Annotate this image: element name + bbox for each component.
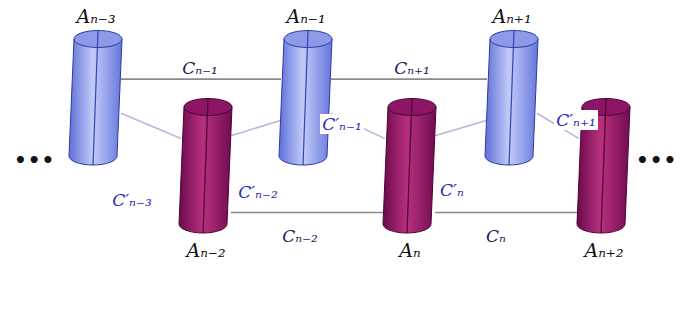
cylinder-shape bbox=[175, 96, 237, 238]
cylinder-shape bbox=[379, 96, 441, 238]
node-label: Aₙ₊₂ bbox=[556, 238, 652, 262]
coupling-label: C′ₙ₊₁ bbox=[554, 110, 598, 130]
coupling-label: Cₙ₋₂ bbox=[280, 226, 320, 246]
ellipsis-mark: ••• bbox=[14, 148, 55, 172]
coupling-label: C′ₙ₋₁ bbox=[320, 114, 364, 134]
coupling-line bbox=[121, 78, 281, 80]
cylinder-node: Aₙ₋₃ bbox=[48, 4, 144, 170]
cylinder-shape bbox=[65, 28, 127, 170]
coupling-label: Cₙ₋₁ bbox=[180, 58, 220, 78]
cylinder-axis bbox=[303, 31, 308, 165]
cylinder-node: Aₙ₋₁ bbox=[258, 4, 354, 170]
node-label: Aₙ₋₁ bbox=[258, 4, 354, 28]
ellipsis-mark: ••• bbox=[636, 148, 677, 172]
cylinder-axis bbox=[203, 99, 208, 233]
cylinder-axis bbox=[601, 99, 606, 233]
coupling-label: Cₙ bbox=[484, 226, 508, 246]
coupling-line bbox=[331, 78, 487, 80]
cylinder-node: Aₙ₋₂ bbox=[158, 96, 254, 262]
coupling-label: Cₙ₊₁ bbox=[392, 58, 432, 78]
coupling-label: C′ₙ bbox=[438, 180, 466, 200]
coupling-label: C′ₙ₋₃ bbox=[110, 190, 154, 210]
cylinder-axis bbox=[407, 99, 412, 233]
coupling-label: C′ₙ₋₂ bbox=[236, 182, 280, 202]
cylinder-node: Aₙ bbox=[362, 96, 458, 262]
coupling-line bbox=[121, 113, 181, 138]
node-label: Aₙ₊₁ bbox=[464, 4, 560, 28]
cylinder-node: Aₙ₊₁ bbox=[464, 4, 560, 170]
cylinder-axis bbox=[509, 31, 514, 165]
coupling-line bbox=[231, 212, 385, 214]
cylinder-shape bbox=[481, 28, 543, 170]
node-label: Aₙ₋₃ bbox=[48, 4, 144, 28]
node-label: Aₙ bbox=[362, 238, 458, 262]
coupling-line bbox=[435, 120, 487, 135]
node-label: Aₙ₋₂ bbox=[158, 238, 254, 262]
coupling-line bbox=[435, 212, 579, 214]
cylinder-axis bbox=[93, 31, 98, 165]
cylinder-shape bbox=[275, 28, 337, 170]
coupling-line bbox=[231, 120, 281, 135]
